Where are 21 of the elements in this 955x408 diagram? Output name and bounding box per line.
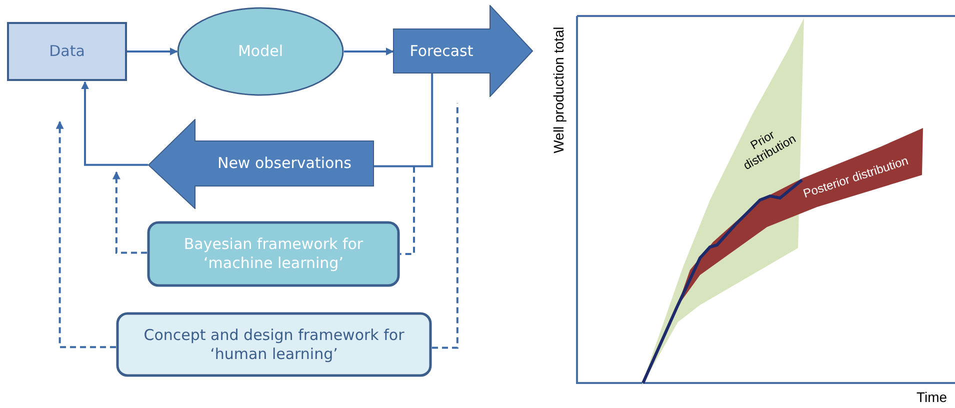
node-label: New observations [217,154,352,173]
node-label: Data [49,42,85,61]
axis-title: Time [916,389,948,405]
node-label: Concept and design framework for ‘human learning’ [142,326,406,364]
dashed-line [400,166,415,255]
left-pointing-process-shape [148,119,374,209]
arrow [127,48,178,56]
dashed-arrow [112,171,147,254]
node-label: Bayesian framework for ‘machine learning’ [182,235,364,273]
arrow [344,48,394,56]
connector-line [374,73,434,168]
axis-title: Well production total [550,26,566,154]
arrow [81,81,148,166]
node-label: Forecast [410,42,474,60]
right-pointing-process-shape [393,5,533,97]
process-box [147,221,400,287]
model-ellipse [177,7,344,96]
process-box [116,312,432,377]
dashed-arrow [56,120,116,348]
data-box [7,22,127,81]
node-label: Model [238,42,284,61]
